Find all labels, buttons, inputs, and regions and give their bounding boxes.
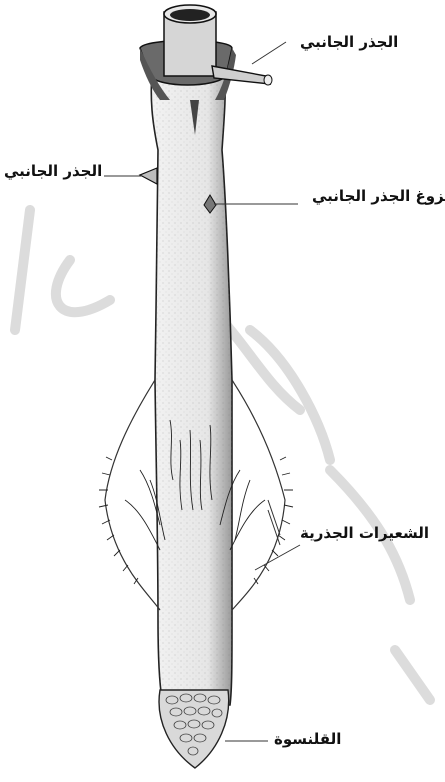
lateral-root-left xyxy=(140,168,157,184)
leader-line-hairs xyxy=(255,500,300,570)
root-cap xyxy=(159,690,229,768)
label-root-hairs: الشعيرات الجذرية xyxy=(300,524,429,542)
label-lateral-root-left: الجذر الجانبي xyxy=(4,162,102,180)
label-root-cap: القلنسوة xyxy=(274,730,341,748)
root-body xyxy=(151,70,232,705)
leader-line-top xyxy=(252,42,286,64)
label-lateral-root-emergence: بزوغ الجذر الجانبي xyxy=(312,187,445,205)
label-lateral-root-top: الجذر الجانبي xyxy=(300,33,398,51)
